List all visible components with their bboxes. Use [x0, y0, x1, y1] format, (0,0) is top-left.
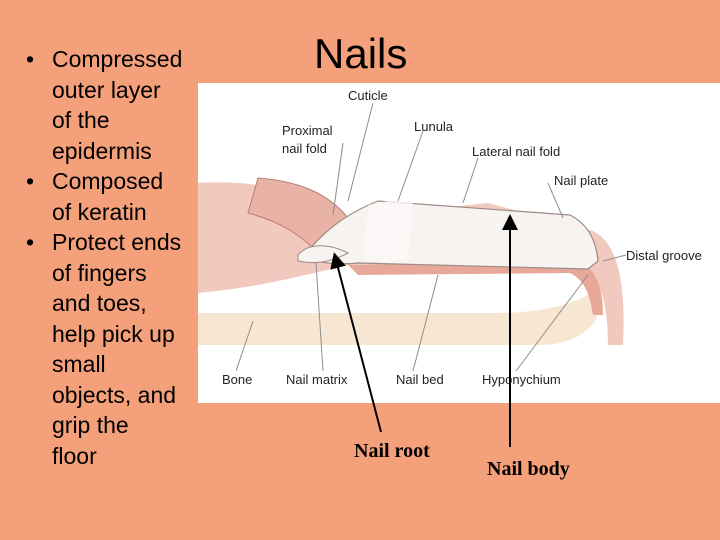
bullet-line: of keratin: [52, 198, 147, 225]
bullet-line: of the: [52, 107, 110, 133]
bullet-item: • Protect ends of fingers and toes, help…: [22, 227, 202, 471]
bullet-line: epidermis: [52, 137, 152, 164]
bullet-dot: •: [26, 46, 35, 72]
bullet-line: Compressed: [52, 46, 183, 72]
bullet-line: floor: [52, 442, 97, 469]
bone-shape: [198, 288, 598, 345]
bullet-item: • Composed of keratin: [22, 166, 202, 227]
nail-matrix-leader: [315, 262, 324, 372]
label-nail-bed: Nail bed: [396, 372, 444, 387]
lunula-leader: [397, 130, 424, 202]
nail-root-caption: Nail root: [354, 440, 430, 462]
label-nail-plate: Nail plate: [554, 173, 608, 188]
bullet-dot: •: [26, 229, 35, 255]
label-bone: Bone: [222, 372, 252, 387]
bullet-line: Protect ends: [52, 229, 182, 255]
label-nail-matrix: Nail matrix: [286, 372, 348, 387]
bullet-line: of fingers: [52, 259, 147, 286]
bullet-line: objects, and: [52, 381, 177, 408]
nail-anatomy-diagram: Cuticle Proximal nail fold Lunula Latera…: [198, 88, 702, 387]
nail-anatomy-figure: Cuticle Proximal nail fold Lunula Latera…: [198, 83, 720, 403]
label-lunula: Lunula: [414, 119, 454, 134]
nail-plate-leader: [547, 182, 564, 219]
bullet-line: outer layer: [52, 76, 161, 103]
nail-bed-leader: [412, 274, 439, 372]
label-lateral-nail-fold: Lateral nail fold: [472, 144, 560, 159]
label-hyponychium: Hyponychium: [482, 372, 561, 387]
nail-body-caption: Nail body: [487, 458, 570, 480]
bullet-line: Composed: [52, 168, 164, 194]
distal-groove-leader: [602, 254, 627, 262]
bullet-line: grip the: [52, 412, 129, 438]
label-nail-fold: nail fold: [282, 141, 327, 156]
slide-title: Nails: [314, 30, 408, 77]
label-distal-groove: Distal groove: [626, 248, 702, 263]
bullet-line: small: [52, 351, 106, 377]
leader-lines: [235, 102, 627, 372]
bullet-item: • Compressed outer layer of the epidermi…: [22, 44, 202, 166]
lateral-fold-leader: [462, 157, 479, 204]
label-proximal: Proximal: [282, 123, 333, 138]
nail-plate-shape: [307, 200, 599, 270]
bullet-dot: •: [26, 168, 35, 194]
bullet-line: help pick up: [52, 320, 175, 347]
proximal-fold-leader: [332, 142, 344, 216]
bullet-list: • Compressed outer layer of the epidermi…: [22, 44, 202, 471]
label-cuticle: Cuticle: [348, 88, 388, 103]
lunula-shape: [363, 200, 413, 261]
bone-leader: [235, 320, 254, 372]
bullet-line: and toes,: [52, 290, 147, 316]
hyponychium-leader: [515, 274, 589, 372]
cuticle-leader: [347, 102, 374, 202]
